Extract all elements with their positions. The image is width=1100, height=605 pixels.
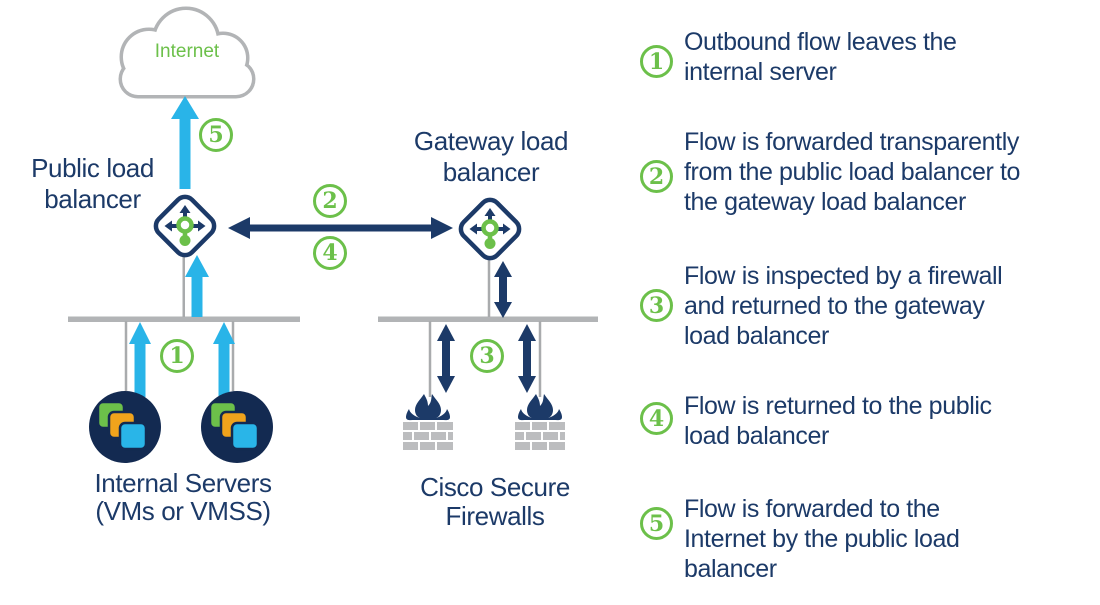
legend-step-2-text: Flow is forwarded transparently from the… xyxy=(684,128,1021,216)
legend-step-5-number: 5 xyxy=(648,510,665,537)
internet-label: Internet xyxy=(154,41,220,62)
arrow-gateway-lb-to-bar xyxy=(494,261,512,318)
firewall2-connector-line xyxy=(538,321,542,397)
gateway-lb-connector-line xyxy=(487,257,491,317)
diagram-step-3-number: 3 xyxy=(479,343,495,369)
gateway-load-balancer-label: Gateway load balancer xyxy=(413,126,569,187)
diagram-step-2-badge: 2 xyxy=(313,184,347,218)
diagram-step-5-number: 5 xyxy=(208,122,224,148)
firewall2-icon xyxy=(515,394,565,450)
legend-step-1-badge: 1 xyxy=(640,45,673,78)
legend-step-2-badge: 2 xyxy=(640,160,673,193)
firewall1-icon xyxy=(403,394,453,450)
legend-step-5-badge: 5 xyxy=(640,507,673,540)
right-subnet-bar xyxy=(378,316,598,322)
left-subnet-bar xyxy=(68,316,300,322)
legend-step-4-number: 4 xyxy=(648,405,665,432)
internet-cloud xyxy=(118,6,256,99)
diagram-step-5-badge: 5 xyxy=(199,118,233,152)
internal-server2-icon xyxy=(199,389,275,465)
arrow-server2-up xyxy=(213,322,235,397)
server2-connector-line xyxy=(231,321,235,391)
diagram-step-4-badge: 4 xyxy=(313,236,347,270)
arrow-bar-to-firewall1 xyxy=(437,324,455,393)
legend-step-4-text: Flow is returned to the public load bala… xyxy=(684,392,992,450)
network-diagram xyxy=(68,6,598,465)
legend-step-1-number: 1 xyxy=(648,48,665,75)
arrow-bar-to-firewall2 xyxy=(518,324,536,393)
arrow-between-load-balancers xyxy=(228,217,453,239)
legend-step-3-number: 3 xyxy=(648,292,665,319)
legend-step-1-text: Outbound flow leaves the internal server xyxy=(684,28,957,86)
arrow-server1-up xyxy=(129,322,151,397)
legend: 1 Outbound flow leaves the internal serv… xyxy=(630,0,1100,605)
firewalls-label: Cisco Secure Firewalls xyxy=(420,472,570,531)
public-load-balancer-label: Public load balancer xyxy=(31,153,154,214)
gateway-load-balancer-icon xyxy=(457,196,523,262)
public-lb-connector-line xyxy=(182,255,185,317)
diagram-step-2-number: 2 xyxy=(322,188,338,214)
diagram-step-1-number: 1 xyxy=(169,343,185,369)
legend-step-2-number: 2 xyxy=(648,163,665,190)
arrow-lb-to-internet xyxy=(171,96,199,189)
firewall1-connector-line xyxy=(428,321,432,397)
internal-servers-label: Internal Servers (VMs or VMSS) xyxy=(94,468,272,526)
legend-step-5-text: Flow is forwarded to the Internet by the… xyxy=(684,495,960,583)
arrow-bar-to-public-lb xyxy=(185,255,209,317)
diagram-step-4-number: 4 xyxy=(322,240,338,266)
legend-step-3-badge: 3 xyxy=(640,289,673,322)
legend-step-3-text: Flow is inspected by a firewall and retu… xyxy=(684,262,1003,350)
diagram-step-1-badge: 1 xyxy=(160,339,194,373)
diagram-step-3-badge: 3 xyxy=(470,339,504,373)
legend-step-4-badge: 4 xyxy=(640,402,673,435)
internal-server1-icon xyxy=(87,389,163,465)
server1-connector-line xyxy=(124,321,128,391)
